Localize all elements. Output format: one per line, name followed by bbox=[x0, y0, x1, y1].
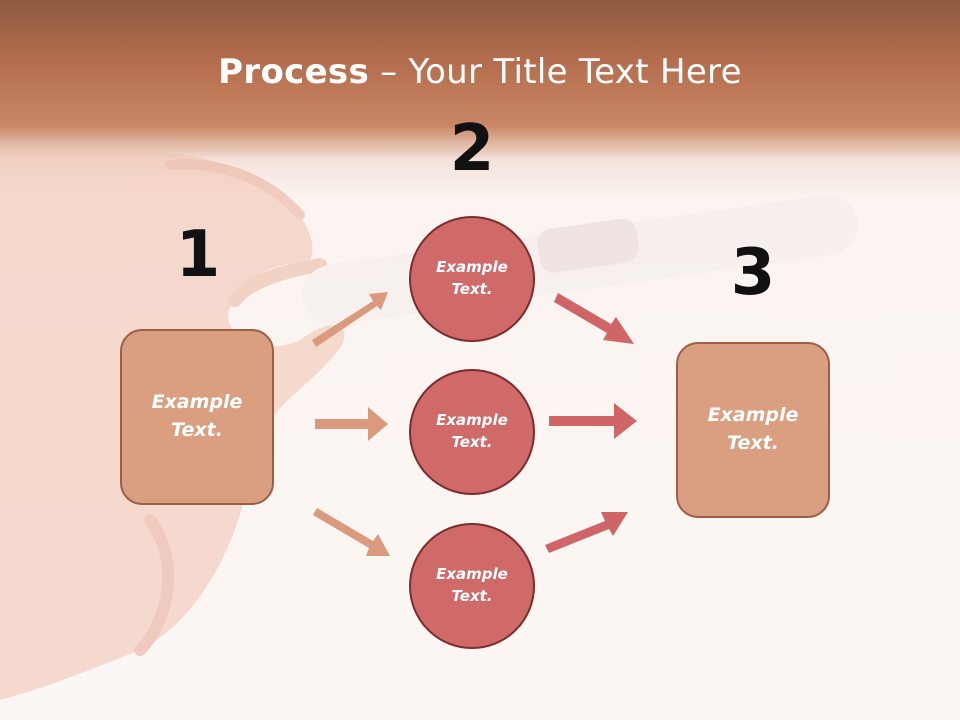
circle-top: Example Text. bbox=[409, 216, 535, 342]
circle-top-label: Example Text. bbox=[436, 258, 508, 298]
circle-bottom-label: Example Text. bbox=[436, 565, 508, 605]
circle-bottom: Example Text. bbox=[409, 523, 535, 649]
arrow-from-circle-middle bbox=[549, 403, 637, 439]
arrow-to-circle-bottom bbox=[313, 508, 390, 556]
arrow-from-circle-bottom bbox=[545, 512, 628, 553]
arrow-from-circle-top bbox=[554, 293, 634, 344]
step-number-1: 1 bbox=[175, 218, 221, 292]
step-box-1-label: Example Text. bbox=[151, 391, 243, 441]
title-bold: Process bbox=[218, 52, 370, 92]
circle-middle: Example Text. bbox=[409, 369, 535, 495]
step-box-1: Example Text. bbox=[120, 329, 274, 505]
step-box-3: Example Text. bbox=[676, 342, 830, 518]
circle-middle-label: Example Text. bbox=[436, 411, 508, 451]
arrow-to-circle-top bbox=[312, 292, 388, 347]
slide-title: Process – Your Title Text Here bbox=[0, 52, 960, 92]
step-number-3: 3 bbox=[730, 236, 776, 310]
title-rest: – Your Title Text Here bbox=[369, 52, 742, 92]
step-number-2: 2 bbox=[449, 112, 495, 186]
arrow-to-circle-middle bbox=[315, 407, 388, 441]
step-box-3-label: Example Text. bbox=[707, 404, 799, 454]
